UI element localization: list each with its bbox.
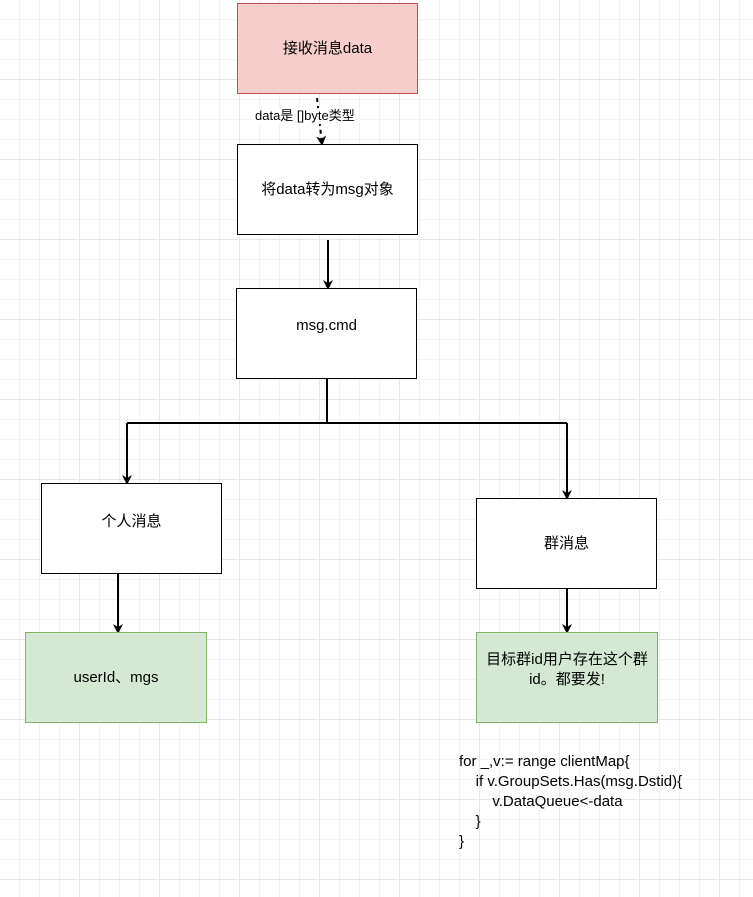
data-type-edge-label: data是 []byte类型: [254, 108, 356, 124]
personal-target-node[interactable]: userId、mgs: [25, 632, 207, 723]
group-target-node[interactable]: 目标群id用户存在这个群id。都要发!: [476, 632, 658, 723]
personal-message-node[interactable]: 个人消息: [41, 483, 222, 574]
receive-message-node[interactable]: 接收消息data: [237, 3, 418, 94]
code-line: }: [459, 833, 465, 850]
personal-target-label: userId、mgs: [73, 668, 159, 686]
code-line: v.DataQueue<-data: [459, 793, 623, 810]
group-message-label: 群消息: [543, 534, 589, 552]
convert-to-msg-node[interactable]: 将data转为msg对象: [237, 144, 418, 235]
code-line: }: [459, 813, 481, 830]
broadcast-code-block: for _,v:= range clientMap{ if v.GroupSet…: [459, 752, 682, 852]
receive-message-label: 接收消息data: [282, 39, 373, 57]
personal-message-label: 个人消息: [101, 512, 162, 530]
code-line: for _,v:= range clientMap{: [459, 753, 630, 770]
code-line: if v.GroupSets.Has(msg.Dstid){: [459, 773, 683, 790]
msg-cmd-label: msg.cmd: [296, 316, 357, 334]
convert-to-msg-label: 将data转为msg对象: [261, 180, 394, 198]
msg-cmd-node[interactable]: msg.cmd: [236, 288, 417, 379]
group-message-node[interactable]: 群消息: [476, 498, 657, 589]
group-target-label: 目标群id用户存在这个群id。都要发!: [486, 650, 648, 688]
